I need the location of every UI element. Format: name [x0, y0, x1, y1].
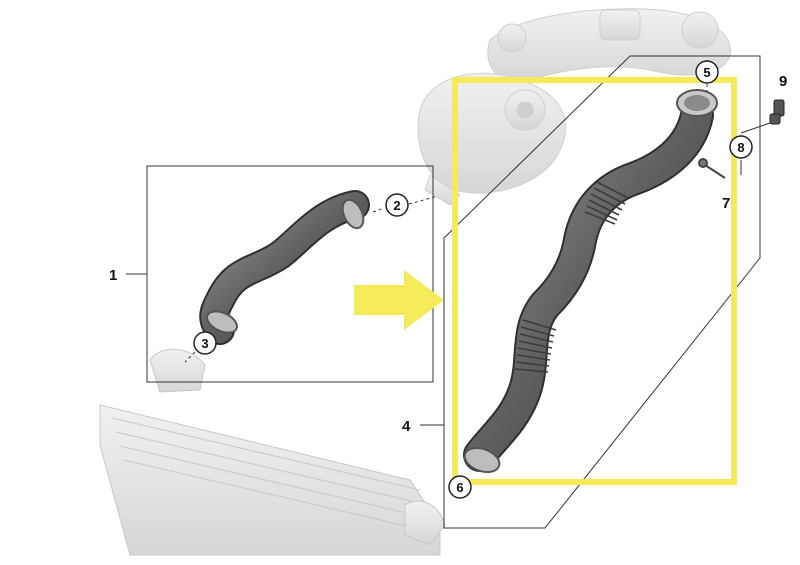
highlight-box [452, 77, 737, 485]
charge-pipe-small [199, 190, 370, 345]
callout-6-circle: 6 [448, 475, 472, 499]
callout-3-circle: 3 [193, 331, 217, 355]
bolt-part [698, 158, 726, 179]
ghost-intercooler [99, 348, 446, 556]
callout-6: 6 [456, 480, 463, 495]
callout-2-circle: 2 [385, 193, 409, 217]
callout-4: 4 [402, 418, 411, 435]
callout-8: 8 [737, 140, 744, 155]
callout-1: 1 [109, 267, 117, 284]
callout-5-circle: 5 [695, 60, 719, 84]
ghost-turbocharger [417, 72, 567, 206]
callout-7: 7 [722, 195, 730, 212]
charge-pipe-large [463, 89, 718, 474]
callout-5: 5 [703, 65, 710, 80]
callout-3: 3 [201, 336, 208, 351]
pressure-sensor-part [769, 99, 785, 125]
arrow-right-icon [354, 270, 444, 330]
frame-group-4 [443, 55, 761, 529]
callout-8-circle: 8 [729, 135, 753, 159]
callout-2: 2 [393, 198, 400, 213]
callout-9: 9 [779, 73, 787, 90]
ghost-intake-manifold [487, 8, 731, 83]
